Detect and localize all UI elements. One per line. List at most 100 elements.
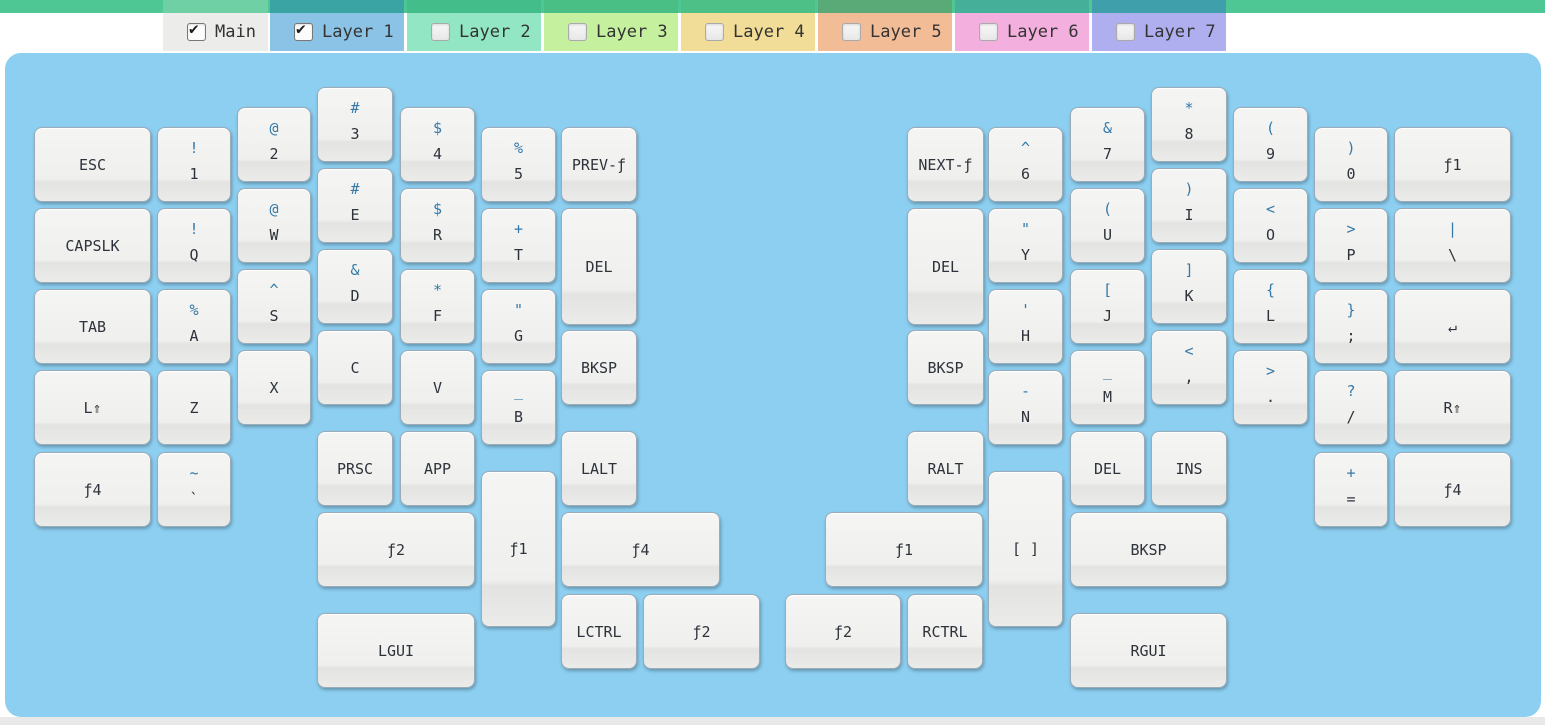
tab-main[interactable]: ✔Main: [163, 13, 268, 51]
key-i[interactable]: )I: [1151, 168, 1227, 243]
key-g[interactable]: "G: [481, 289, 556, 364]
key-slash[interactable]: ?/: [1314, 370, 1388, 445]
checkbox-check-icon: ✔: [296, 19, 306, 38]
key-comma[interactable]: <,: [1151, 330, 1227, 405]
key-b[interactable]: _B: [481, 370, 556, 445]
key-shifted-symbol: {: [1265, 281, 1276, 299]
key-prsc[interactable]: PRSC: [317, 431, 393, 506]
key-7[interactable]: &7: [1070, 107, 1145, 182]
key-esc[interactable]: ESC: [34, 127, 151, 202]
key-del-left[interactable]: DEL: [561, 208, 637, 325]
key-p[interactable]: >P: [1314, 208, 1388, 283]
key-ins[interactable]: INS: [1151, 431, 1227, 506]
key-del-right-thumb[interactable]: DEL: [1070, 431, 1145, 506]
key-o[interactable]: <O: [1233, 188, 1308, 263]
key-app[interactable]: APP: [400, 431, 475, 506]
key-lctrl[interactable]: LCTRL: [561, 594, 637, 669]
key-n[interactable]: -N: [988, 370, 1063, 445]
tab-layer-5[interactable]: Layer 5: [818, 13, 952, 51]
key-del-right[interactable]: DEL: [907, 208, 984, 325]
key-shifted-symbol: ): [1346, 139, 1356, 157]
key-label: DEL: [931, 257, 960, 276]
key-d[interactable]: &D: [317, 249, 393, 324]
layer-4-checkbox[interactable]: [705, 23, 724, 41]
tab-layer-6[interactable]: Layer 6: [955, 13, 1089, 51]
key-label: ƒ2: [692, 622, 711, 641]
key-h[interactable]: 'H: [988, 289, 1063, 364]
key-ralt[interactable]: RALT: [907, 431, 984, 506]
tab-layer-7[interactable]: Layer 7: [1092, 13, 1226, 51]
key-equals[interactable]: +=: [1314, 452, 1388, 527]
key-v[interactable]: V: [400, 350, 475, 425]
key-rgui[interactable]: RGUI: [1070, 613, 1227, 688]
key-q[interactable]: !Q: [157, 208, 231, 283]
key-6[interactable]: ^6: [988, 127, 1063, 202]
key-y[interactable]: "Y: [988, 208, 1063, 283]
key-3[interactable]: #3: [317, 87, 393, 162]
key-next-layer[interactable]: NEXT-ƒ: [907, 127, 984, 202]
key-f2-right-small[interactable]: ƒ2: [785, 594, 901, 669]
key-f2-left-wide[interactable]: ƒ2: [317, 512, 475, 587]
key-c[interactable]: C: [317, 330, 393, 405]
key-e[interactable]: #E: [317, 168, 393, 243]
key-f2-left-small[interactable]: ƒ2: [643, 594, 760, 669]
key-rshift[interactable]: R⇑: [1394, 370, 1511, 445]
key-1[interactable]: !1: [157, 127, 231, 202]
key-backslash[interactable]: |\: [1394, 208, 1511, 283]
key-grave[interactable]: ~`: [157, 452, 231, 527]
key-k[interactable]: ]K: [1151, 249, 1227, 324]
key-z[interactable]: Z: [157, 370, 231, 445]
main-checkbox[interactable]: ✔: [187, 20, 206, 41]
tab-layer-1[interactable]: ✔Layer 1: [270, 13, 404, 51]
key-semicolon[interactable]: };: [1314, 289, 1388, 364]
key-0[interactable]: )0: [1314, 127, 1388, 202]
key-period[interactable]: >.: [1233, 350, 1308, 425]
key-8[interactable]: *8: [1151, 87, 1227, 162]
key-f1-right-top[interactable]: ƒ1: [1394, 127, 1511, 202]
layer-7-checkbox[interactable]: [1116, 23, 1135, 41]
key-a[interactable]: %A: [157, 289, 231, 364]
key-m[interactable]: _M: [1070, 350, 1145, 425]
key-5[interactable]: %5: [481, 127, 556, 202]
tab-layer-4[interactable]: Layer 4: [681, 13, 815, 51]
key-bksp-right-wide[interactable]: BKSP: [1070, 512, 1227, 587]
key-shifted-symbol: $: [432, 119, 443, 137]
key-f4-left[interactable]: ƒ4: [34, 452, 151, 527]
key-bksp-right[interactable]: BKSP: [907, 330, 984, 405]
key-rctrl[interactable]: RCTRL: [907, 594, 983, 669]
key-r[interactable]: $R: [400, 188, 475, 263]
key-t[interactable]: +T: [481, 208, 556, 283]
layer-1-checkbox[interactable]: ✔: [294, 19, 313, 41]
key-w[interactable]: @W: [237, 188, 311, 263]
key-tab[interactable]: TAB: [34, 289, 151, 364]
layer-6-checkbox[interactable]: [979, 23, 998, 41]
key-f[interactable]: *F: [400, 269, 475, 344]
tab-layer-3[interactable]: Layer 3: [544, 13, 678, 51]
key-9[interactable]: (9: [1233, 107, 1308, 182]
key-j[interactable]: [J: [1070, 269, 1145, 344]
key-f1-right-wide[interactable]: ƒ1: [825, 512, 983, 587]
key-4[interactable]: $4: [400, 107, 475, 182]
key-x[interactable]: X: [237, 350, 311, 425]
key-l[interactable]: {L: [1233, 269, 1308, 344]
key-bksp-left[interactable]: BKSP: [561, 330, 637, 405]
key-f1-left-tall[interactable]: ƒ1: [481, 471, 556, 627]
key-s[interactable]: ^S: [237, 269, 311, 344]
key-f4-left-wide[interactable]: ƒ4: [561, 512, 720, 587]
layer-2-checkbox[interactable]: [431, 23, 450, 41]
key-main-char: 5: [513, 165, 524, 183]
layer-3-checkbox[interactable]: [568, 23, 587, 41]
key-main-char: F: [432, 307, 443, 325]
key-lalt[interactable]: LALT: [561, 431, 637, 506]
key-f4-right[interactable]: ƒ4: [1394, 452, 1511, 527]
layer-5-checkbox[interactable]: [842, 23, 861, 41]
tab-layer-2[interactable]: Layer 2: [407, 13, 541, 51]
key-lgui[interactable]: LGUI: [317, 613, 475, 688]
key-enter[interactable]: ↵: [1394, 289, 1511, 364]
key-brackets[interactable]: [ ]: [988, 471, 1063, 627]
key-prev-layer[interactable]: PREV-ƒ: [561, 127, 637, 202]
key-lshift[interactable]: L⇑: [34, 370, 151, 445]
key-capslock[interactable]: CAPSLK: [34, 208, 151, 283]
key-u[interactable]: (U: [1070, 188, 1145, 263]
key-2[interactable]: @2: [237, 107, 311, 182]
